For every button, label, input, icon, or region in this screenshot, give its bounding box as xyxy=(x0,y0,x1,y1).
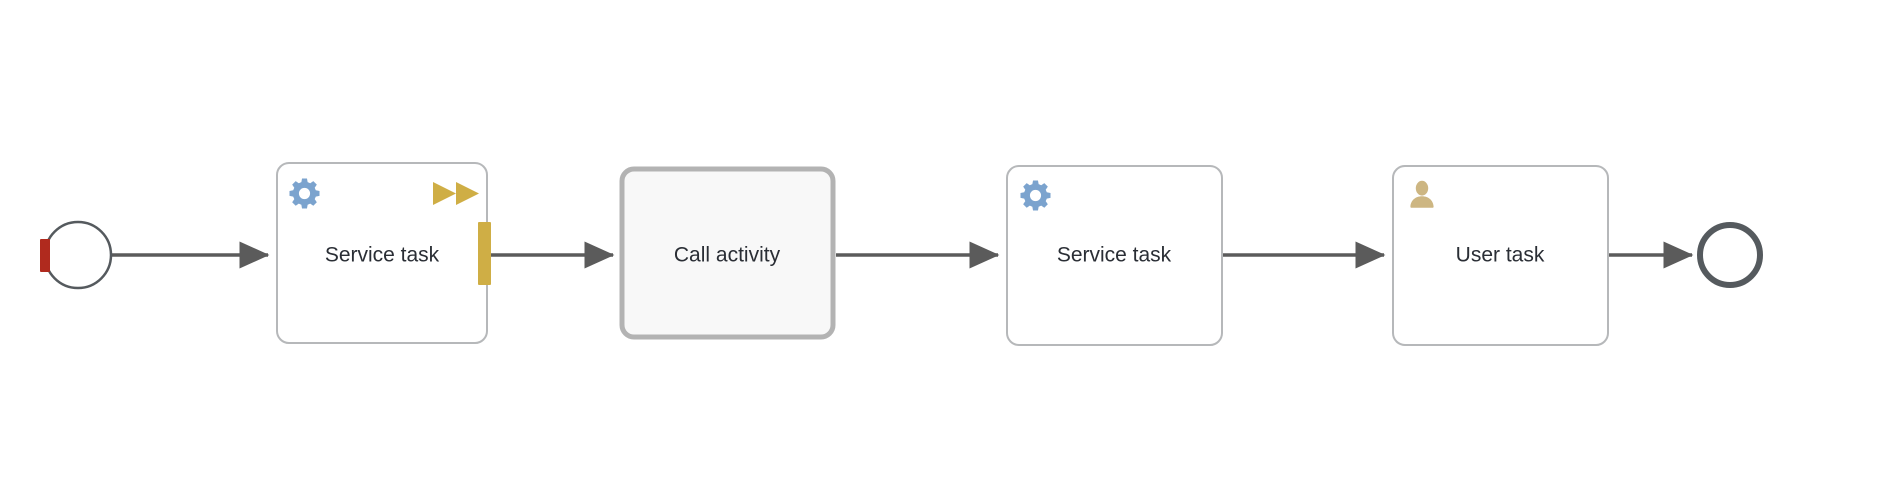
call-activity-label: Call activity xyxy=(674,244,781,267)
task-user[interactable]: User task xyxy=(1392,165,1609,346)
end-event-circle[interactable] xyxy=(1697,222,1763,288)
task-service-1-label: Service task xyxy=(325,244,440,267)
gold-bar-marker xyxy=(478,222,491,285)
call-activity[interactable]: Call activity xyxy=(619,166,836,340)
start-event-red-marker xyxy=(40,239,50,272)
task-service-2[interactable]: Service task xyxy=(1006,165,1223,346)
end-event[interactable] xyxy=(1697,222,1763,288)
gear-icon xyxy=(1020,180,1051,211)
gear-icon xyxy=(289,178,320,209)
task-user-box[interactable] xyxy=(1392,165,1609,346)
task-service-1[interactable]: Service task xyxy=(276,162,491,344)
task-user-label: User task xyxy=(1456,244,1545,267)
task-service-2-label: Service task xyxy=(1057,244,1172,267)
start-event-circle[interactable] xyxy=(43,220,113,290)
start-event[interactable] xyxy=(40,220,113,290)
task-service-2-box[interactable] xyxy=(1006,165,1223,346)
fast-forward-icon xyxy=(433,182,479,205)
call-activity-box[interactable] xyxy=(619,166,836,340)
